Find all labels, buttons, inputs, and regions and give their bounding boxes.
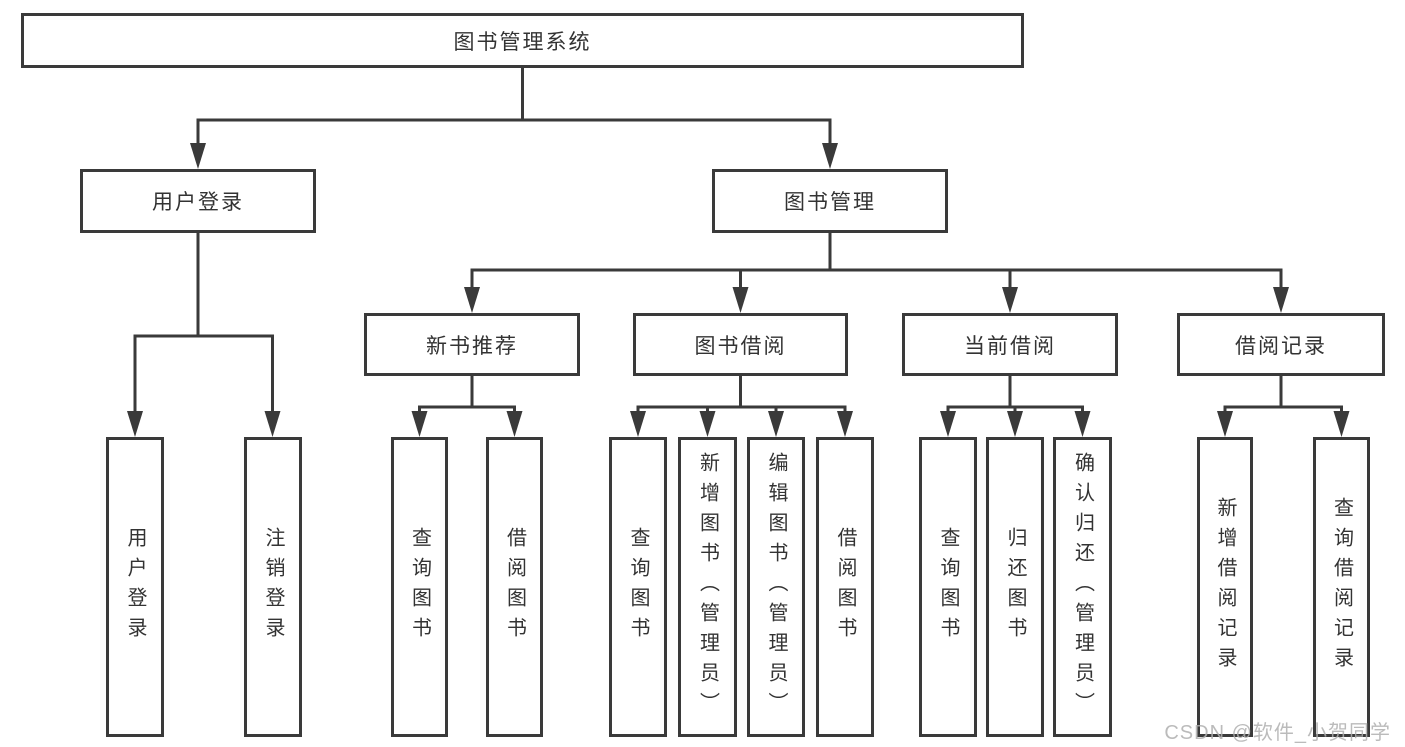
leaf-book-borrow-edit-admin: 编辑图书（管理员）	[747, 437, 805, 737]
leaf-label: 查询图书	[408, 527, 431, 647]
node-user-login: 用户登录	[80, 169, 316, 233]
leaf-label: 确认归还（管理员）	[1071, 452, 1094, 722]
leaf-label: 归还图书	[1004, 527, 1026, 647]
leaf-label: 查询借阅记录	[1330, 497, 1353, 677]
leaf-label: 编辑图书（管理员）	[765, 452, 787, 722]
leaf-label: 新增借阅记录	[1214, 497, 1236, 677]
leaf-current-borrow-confirm-admin: 确认归还（管理员）	[1053, 437, 1112, 737]
node-current-borrow: 当前借阅	[902, 313, 1118, 376]
node-book-mgmt: 图书管理	[712, 169, 948, 233]
leaf-user-login-login: 用户登录	[106, 437, 164, 737]
node-current-borrow-label: 当前借阅	[964, 334, 1056, 358]
node-book-borrow-label: 图书借阅	[694, 334, 787, 358]
leaf-borrow-records-query: 查询借阅记录	[1313, 437, 1370, 737]
node-user-login-label: 用户登录	[152, 191, 244, 214]
leaf-current-borrow-query: 查询图书	[919, 437, 977, 737]
node-new-books: 新书推荐	[364, 313, 580, 376]
leaf-label: 查询图书	[627, 527, 649, 647]
node-root-label: 图书管理系统	[453, 30, 592, 54]
leaf-label: 新增图书（管理员）	[696, 452, 719, 722]
node-new-books-label: 新书推荐	[426, 334, 518, 358]
node-borrow-records-label: 借阅记录	[1235, 334, 1327, 358]
leaf-label: 查询图书	[937, 527, 959, 647]
watermark-text: CSDN @软件_小贺同学	[1164, 722, 1391, 744]
leaf-label: 用户登录	[124, 527, 146, 647]
leaf-label: 借阅图书	[503, 527, 526, 647]
leaf-current-borrow-return: 归还图书	[986, 437, 1044, 737]
node-borrow-records: 借阅记录	[1177, 313, 1385, 376]
leaf-label: 注销登录	[262, 527, 284, 647]
node-book-mgmt-label: 图书管理	[784, 191, 876, 214]
leaf-book-borrow-borrow: 借阅图书	[816, 437, 874, 737]
node-root: 图书管理系统	[21, 13, 1024, 68]
leaf-user-login-logout: 注销登录	[244, 437, 302, 737]
leaf-new-books-query: 查询图书	[391, 437, 448, 737]
leaf-new-books-borrow: 借阅图书	[486, 437, 543, 737]
node-book-borrow: 图书借阅	[633, 313, 848, 376]
leaf-book-borrow-add-admin: 新增图书（管理员）	[678, 437, 737, 737]
leaf-label: 借阅图书	[834, 527, 856, 647]
leaf-borrow-records-add: 新增借阅记录	[1197, 437, 1253, 737]
leaf-book-borrow-query: 查询图书	[609, 437, 667, 737]
